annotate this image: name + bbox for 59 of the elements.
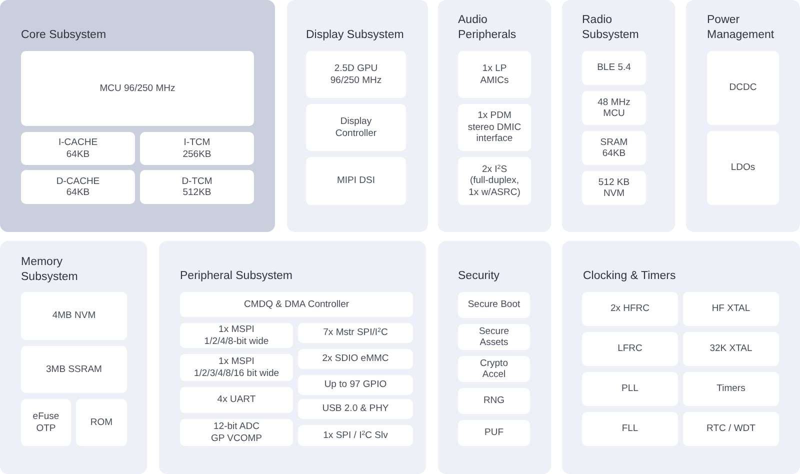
block-label: Display Controller (334, 116, 378, 139)
block-label: HF XTAL (712, 303, 750, 315)
block-label: PUF (484, 427, 504, 439)
panel-title: Core Subsystem (21, 28, 106, 43)
component-block (21, 132, 135, 165)
block-label: BLE 5.4 (597, 62, 631, 74)
block-label: ROM (90, 416, 113, 428)
component-block (140, 132, 254, 165)
block-label: CMDQ & DMA Controller (244, 298, 350, 310)
panel-title: Power Management (707, 13, 776, 43)
block-label: DCDC (729, 82, 757, 94)
block-label: 48 MHz MCU (596, 96, 632, 120)
block-label: LFRC (618, 343, 642, 355)
block-label: 3MB SSRAM (46, 364, 102, 376)
block-label: I-TCM 256KB (182, 137, 212, 160)
component-block (21, 51, 254, 126)
block-label: 12-bit ADC GP VCOMP (210, 421, 264, 444)
block-label: eFuse OTP (32, 411, 60, 434)
block-label: MIPI DSI (336, 175, 375, 187)
block-label: RNG (483, 395, 505, 407)
block-label: D-CACHE 64KB (55, 176, 101, 198)
panel-title: Clocking & Timers (583, 269, 676, 284)
block-label: 4MB NVM (52, 310, 96, 322)
panel-title: Memory Subsystem (21, 255, 79, 285)
block-label: I-CACHE 64KB (57, 137, 99, 160)
block-label: FLL (622, 423, 638, 435)
block-label: 2x SDIO eMMC (322, 353, 389, 365)
block-label: RTC / WDT (706, 423, 756, 435)
block-label: USB 2.0 & PHY (322, 403, 389, 415)
panel-title: Audio Peripherals (458, 13, 518, 43)
block-label: LDOs (730, 162, 756, 174)
block-label: 2x I$^{2}$S (full-duplex, 1x w/ASRC) (468, 164, 522, 198)
panel-title: Radio Subsystem (582, 13, 640, 43)
component-block (21, 170, 135, 204)
block-label: PLL (622, 383, 638, 395)
block-label: Timers (716, 383, 746, 395)
block-label: 2x HFRC (610, 303, 650, 315)
panel-title: Security (458, 269, 500, 284)
block-label: 1x PDM stereo DMIC interface (466, 110, 522, 145)
block-label: 1x LP AMICs (479, 63, 510, 86)
block-label: Up to 97 GPIO (324, 379, 387, 391)
block-label: MCU 96/250 MHz (100, 82, 176, 94)
block-label: 1x MSPI 1/2/4/8-bit wide (203, 324, 270, 347)
block-label: 7x Mstr SPI/I$^{2}$C (323, 327, 388, 339)
panel-title: Display Subsystem (306, 28, 404, 43)
block-label: 1x SPI / I$^{2}$C Slv (323, 430, 388, 442)
block-label: Secure Assets (478, 326, 510, 348)
block-label: 512 KB NVM (597, 176, 631, 200)
block-label: SRAM 64KB (599, 136, 629, 160)
block-label: 32K XTAL (710, 343, 752, 355)
panel-title: Peripheral Subsystem (180, 269, 293, 284)
block-label: 1x MSPI 1/2/3/4/8/16 bit wide (193, 356, 280, 379)
block-label: Crypto Accel (479, 358, 509, 380)
component-block (140, 170, 254, 204)
subsystem-panel (0, 0, 275, 232)
block-label: Secure Boot (468, 299, 520, 311)
block-label: 2.5D GPU 96/250 MHz (329, 63, 383, 86)
block-label: D-TCM 512KB (180, 176, 214, 198)
block-label: 4x UART (217, 394, 256, 406)
